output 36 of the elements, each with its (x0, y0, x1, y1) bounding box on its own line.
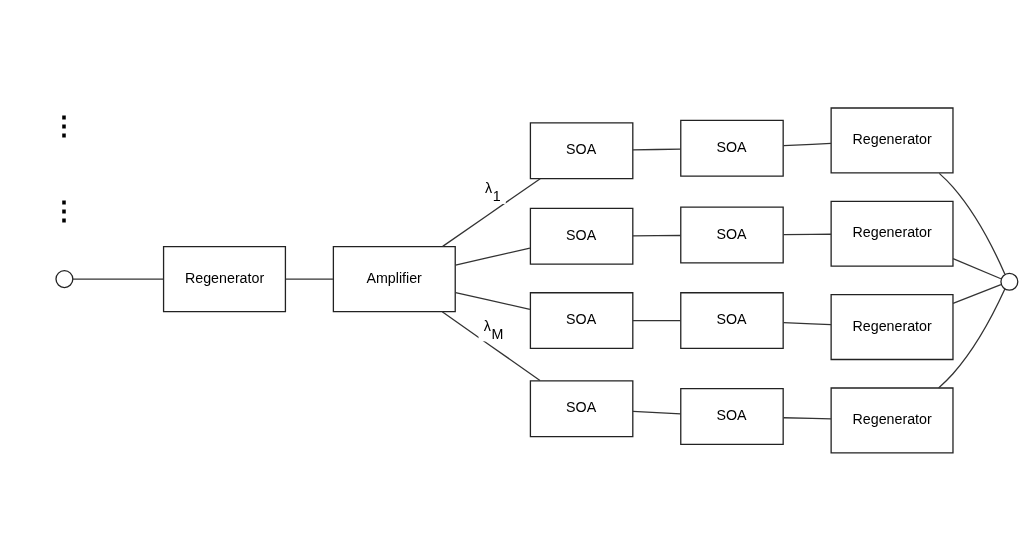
connector (782, 142, 832, 146)
connector (782, 321, 832, 325)
node-circle (1000, 272, 1019, 291)
node-box: SOA (680, 119, 784, 177)
connector (632, 234, 682, 237)
connector (72, 277, 165, 280)
connector (632, 319, 682, 321)
label: ⋮ (50, 195, 77, 224)
node-circle (55, 269, 74, 288)
connector (442, 177, 541, 247)
connector (937, 287, 1006, 389)
node-box: SOA (529, 291, 634, 349)
connector (632, 147, 682, 151)
connector (285, 277, 334, 280)
connector (952, 283, 1002, 304)
connector (952, 257, 1002, 279)
connector (454, 291, 531, 310)
node-box: Regenerator (830, 293, 954, 360)
connector (938, 172, 1006, 275)
node-box: SOA (680, 206, 784, 264)
node-box: SOA (680, 387, 784, 445)
node-box: SOA (680, 291, 784, 349)
node-box: Regenerator (162, 245, 287, 312)
node-box: Regenerator (830, 386, 954, 453)
connector (441, 310, 541, 381)
node-box: SOA (529, 207, 634, 265)
connector (632, 410, 682, 415)
node-box: SOA (529, 379, 634, 437)
node-box: SOA (529, 121, 634, 179)
node-box: Amplifier (332, 245, 456, 312)
connector (454, 246, 531, 266)
label: ⋮ (50, 111, 77, 140)
node-box: Regenerator (830, 106, 954, 173)
node-box: Regenerator (830, 200, 954, 267)
connector (782, 416, 832, 420)
connector (782, 233, 832, 235)
